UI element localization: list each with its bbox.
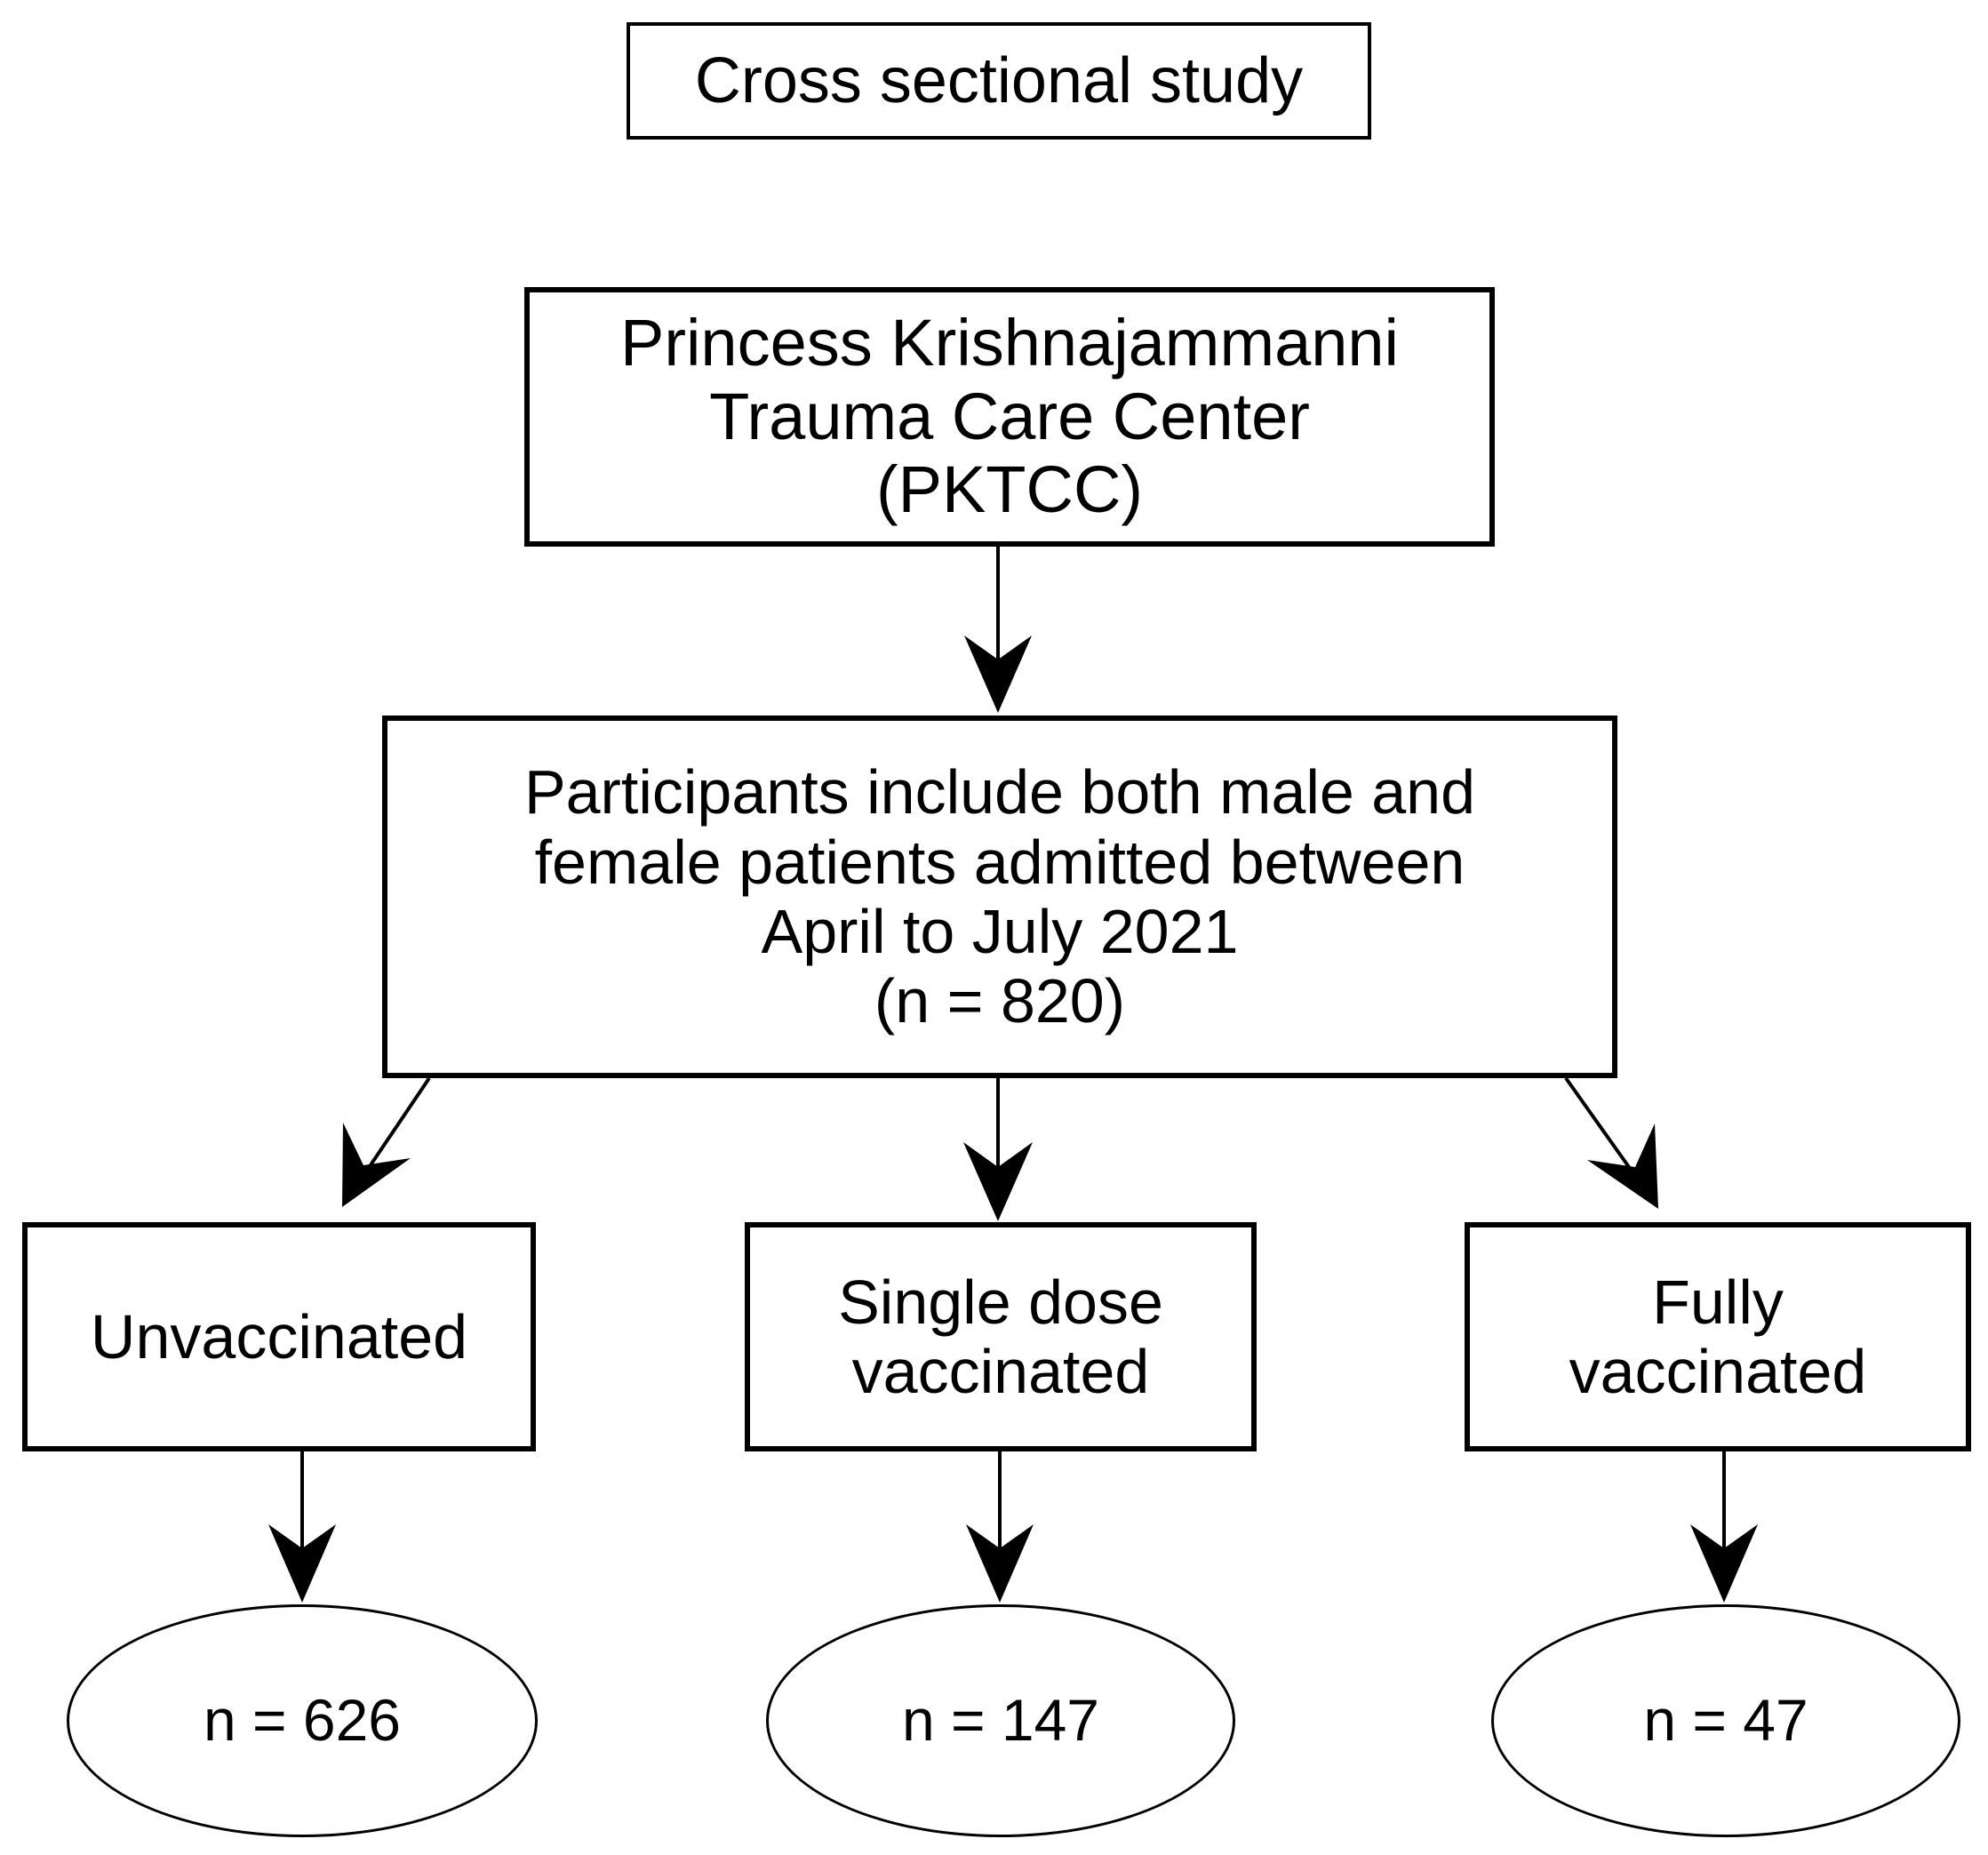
edge-pktcc-to-participants <box>964 547 1032 713</box>
node-unvaccinated-label: Unvaccinated <box>90 1301 468 1371</box>
node-cross-sectional-study: Cross sectional study <box>627 22 1371 140</box>
node-count-unvaccinated: n = 626 <box>67 1604 538 1837</box>
node-pktcc: Princess Krishnajammanni Trauma Care Cen… <box>524 287 1495 547</box>
node-single-dose-vaccinated: Single dose vaccinated <box>745 1222 1257 1451</box>
edge-participants-to-fully-vaccinated <box>1564 1076 1658 1209</box>
node-fully-vaccinated: Fully vaccinated <box>1465 1222 1971 1451</box>
edge-fully-vaccinated-to-count <box>1690 1451 1758 1603</box>
edge-participants-to-single-dose <box>963 1078 1033 1221</box>
node-count-single-dose: n = 147 <box>766 1604 1235 1837</box>
node-count-fully-vaccinated: n = 47 <box>1491 1604 1960 1837</box>
edge-unvaccinated-to-count <box>268 1451 336 1603</box>
node-fully-vaccinated-label: Fully vaccinated <box>1569 1267 1867 1406</box>
node-count-unvaccinated-label: n = 626 <box>203 1687 402 1754</box>
node-pktcc-label: Princess Krishnajammanni Trauma Care Cen… <box>619 305 1399 527</box>
node-participants-label: Participants include both male and femal… <box>523 757 1476 1036</box>
edge-participants-to-unvaccinated <box>342 1076 431 1207</box>
node-cross-sectional-study-label: Cross sectional study <box>694 44 1304 116</box>
node-unvaccinated: Unvaccinated <box>22 1222 536 1451</box>
node-single-dose-vaccinated-label: Single dose vaccinated <box>838 1267 1163 1406</box>
node-count-fully-vaccinated-label: n = 47 <box>1643 1687 1808 1754</box>
edge-single-dose-to-count <box>966 1451 1034 1603</box>
node-participants: Participants include both male and femal… <box>382 716 1617 1078</box>
node-count-single-dose-label: n = 147 <box>901 1687 1100 1754</box>
